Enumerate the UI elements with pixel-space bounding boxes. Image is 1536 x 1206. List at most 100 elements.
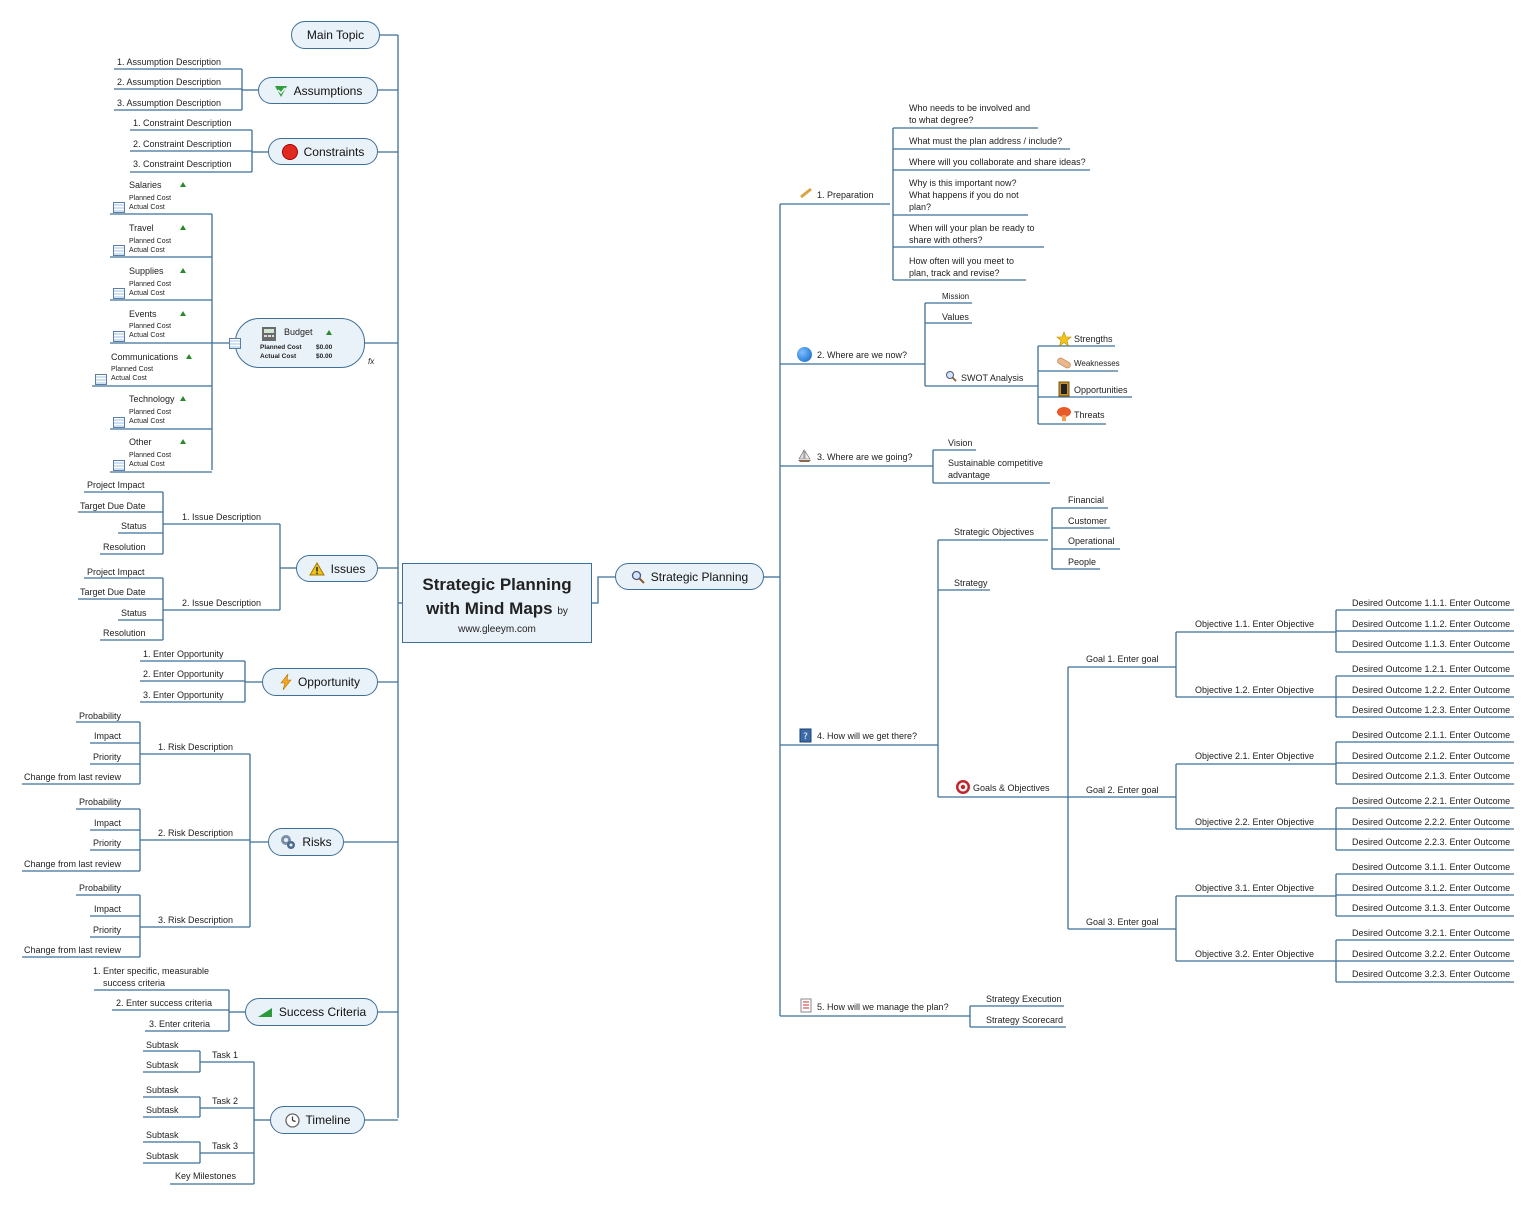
issues-node[interactable]: Issues — [296, 555, 378, 582]
goal-item[interactable]: Goal 2. Enter goal — [1086, 785, 1159, 795]
manage-item[interactable]: Strategy Scorecard — [986, 1015, 1064, 1025]
assumption-item[interactable]: 2. Assumption Description — [117, 77, 222, 87]
assumption-item[interactable]: 3. Assumption Description — [117, 98, 222, 108]
risk-field[interactable]: Priority — [93, 925, 122, 935]
outcome-item[interactable]: Desired Outcome 2.1.2. Enter Outcome — [1352, 751, 1511, 761]
expand-arrow-icon[interactable] — [180, 396, 186, 401]
outcome-item[interactable]: Desired Outcome 1.1.3. Enter Outcome — [1352, 639, 1511, 649]
assumptions-node[interactable]: Assumptions — [258, 77, 378, 104]
strategic-objectives-node[interactable]: Strategic Objectives — [954, 527, 1035, 537]
risks-node[interactable]: Risks — [268, 828, 344, 856]
timeline-subtask[interactable]: Subtask — [146, 1151, 179, 1161]
risk-item[interactable]: 2. Risk Description — [158, 828, 234, 838]
expand-arrow-icon[interactable] — [180, 182, 186, 187]
outcome-item[interactable]: Desired Outcome 3.2.1. Enter Outcome — [1352, 928, 1511, 938]
issue-field[interactable]: Project Impact — [87, 567, 145, 577]
constraint-item[interactable]: 2. Constraint Description — [133, 139, 232, 149]
objective-item[interactable]: Objective 2.1. Enter Objective — [1195, 751, 1315, 761]
where-going-node[interactable]: 3. Where are we going? — [817, 452, 913, 462]
issue-field[interactable]: Target Due Date — [80, 587, 146, 597]
risk-field[interactable]: Change from last review — [24, 859, 122, 869]
mission-item[interactable]: Mission — [942, 292, 970, 301]
issue-field[interactable]: Status — [121, 608, 147, 618]
constraints-node[interactable]: Constraints — [268, 138, 378, 165]
outcome-item[interactable]: Desired Outcome 2.2.1. Enter Outcome — [1352, 796, 1511, 806]
vision-item[interactable]: Vision — [948, 438, 973, 448]
swot-threats[interactable]: Threats — [1074, 410, 1105, 420]
expand-arrow-icon[interactable] — [180, 268, 186, 273]
risk-field[interactable]: Probability — [79, 797, 122, 807]
values-item[interactable]: Values — [942, 312, 969, 322]
goals-objectives-node[interactable]: Goals & Objectives — [973, 783, 1050, 793]
outcome-item[interactable]: Desired Outcome 3.2.2. Enter Outcome — [1352, 949, 1511, 959]
manage-item[interactable]: Strategy Execution — [986, 994, 1062, 1004]
expand-arrow-icon[interactable] — [186, 354, 192, 359]
swot-node[interactable]: SWOT Analysis — [961, 373, 1024, 383]
outcome-item[interactable]: Desired Outcome 2.1.3. Enter Outcome — [1352, 771, 1511, 781]
key-milestones[interactable]: Key Milestones — [175, 1171, 237, 1181]
budget-item-travel[interactable]: Travel — [129, 223, 154, 233]
outcome-item[interactable]: Desired Outcome 2.2.2. Enter Outcome — [1352, 817, 1511, 827]
where-now-node[interactable]: 2. Where are we now? — [817, 350, 908, 360]
so-item[interactable]: Financial — [1068, 495, 1105, 505]
risk-field[interactable]: Impact — [94, 818, 122, 828]
timeline-task[interactable]: Task 2 — [212, 1096, 239, 1106]
outcome-item[interactable]: Desired Outcome 1.1.2. Enter Outcome — [1352, 619, 1511, 629]
timeline-subtask[interactable]: Subtask — [146, 1130, 179, 1140]
goal-item[interactable]: Goal 3. Enter goal — [1086, 917, 1159, 927]
budget-item-other[interactable]: Other — [129, 437, 152, 447]
issue-field[interactable]: Status — [121, 521, 147, 531]
swot-strengths[interactable]: Strengths — [1074, 334, 1113, 344]
goal-item[interactable]: Goal 1. Enter goal — [1086, 654, 1159, 664]
risk-field[interactable]: Change from last review — [24, 772, 122, 782]
preparation-item[interactable]: Why is this important now? What happens … — [909, 178, 1019, 212]
outcome-item[interactable]: Desired Outcome 2.1.1. Enter Outcome — [1352, 730, 1511, 740]
objective-item[interactable]: Objective 2.2. Enter Objective — [1195, 817, 1315, 827]
risk-field[interactable]: Impact — [94, 904, 122, 914]
risk-field[interactable]: Priority — [93, 752, 122, 762]
timeline-subtask[interactable]: Subtask — [146, 1085, 179, 1095]
risk-field[interactable]: Impact — [94, 731, 122, 741]
success-item[interactable]: 1. Enter specific, measurable success cr… — [93, 966, 210, 988]
success-item[interactable]: 3. Enter criteria — [149, 1019, 211, 1029]
risk-field[interactable]: Priority — [93, 838, 122, 848]
swot-opportunities[interactable]: Opportunities — [1074, 385, 1128, 395]
constraint-item[interactable]: 3. Constraint Description — [133, 159, 232, 169]
opportunity-node[interactable]: Opportunity — [262, 668, 378, 696]
objective-item[interactable]: Objective 3.2. Enter Objective — [1195, 949, 1315, 959]
preparation-item[interactable]: What must the plan address / include? — [909, 136, 1063, 146]
expand-arrow-icon[interactable] — [326, 330, 332, 335]
risk-field[interactable]: Probability — [79, 883, 122, 893]
issue-field[interactable]: Resolution — [103, 628, 146, 638]
expand-arrow-icon[interactable] — [180, 225, 186, 230]
outcome-item[interactable]: Desired Outcome 1.2.2. Enter Outcome — [1352, 685, 1511, 695]
opportunity-item[interactable]: 1. Enter Opportunity — [143, 649, 224, 659]
success-item[interactable]: 2. Enter success criteria — [116, 998, 213, 1008]
budget-node[interactable]: Budget Planned Cost Actual Cost $0.00 $0… — [235, 318, 365, 368]
issue-field[interactable]: Target Due Date — [80, 501, 146, 511]
timeline-subtask[interactable]: Subtask — [146, 1040, 179, 1050]
outcome-item[interactable]: Desired Outcome 3.1.1. Enter Outcome — [1352, 862, 1511, 872]
outcome-item[interactable]: Desired Outcome 1.2.1. Enter Outcome — [1352, 664, 1511, 674]
constraint-item[interactable]: 1. Constraint Description — [133, 118, 232, 128]
advantage-item[interactable]: Sustainable competitive advantage — [948, 458, 1044, 480]
swot-weaknesses[interactable]: Weaknesses — [1074, 359, 1120, 368]
main-topic-node[interactable]: Main Topic — [291, 21, 380, 49]
preparation-node[interactable]: 1. Preparation — [817, 190, 874, 200]
risk-item[interactable]: 3. Risk Description — [158, 915, 234, 925]
budget-item-events[interactable]: Events — [129, 309, 157, 319]
risk-item[interactable]: 1. Risk Description — [158, 742, 234, 752]
issue-item[interactable]: 2. Issue Description — [182, 598, 262, 608]
strategy-node[interactable]: Strategy — [954, 578, 988, 588]
expand-arrow-icon[interactable] — [180, 439, 186, 444]
opportunity-item[interactable]: 2. Enter Opportunity — [143, 669, 224, 679]
timeline-task[interactable]: Task 1 — [212, 1050, 239, 1060]
objective-item[interactable]: Objective 3.1. Enter Objective — [1195, 883, 1315, 893]
outcome-item[interactable]: Desired Outcome 1.2.3. Enter Outcome — [1352, 705, 1511, 715]
timeline-subtask[interactable]: Subtask — [146, 1105, 179, 1115]
preparation-item[interactable]: How often will you meet to plan, track a… — [909, 256, 1015, 278]
assumption-item[interactable]: 1. Assumption Description — [117, 57, 222, 67]
issue-field[interactable]: Resolution — [103, 542, 146, 552]
outcome-item[interactable]: Desired Outcome 1.1.1. Enter Outcome — [1352, 598, 1511, 608]
timeline-subtask[interactable]: Subtask — [146, 1060, 179, 1070]
